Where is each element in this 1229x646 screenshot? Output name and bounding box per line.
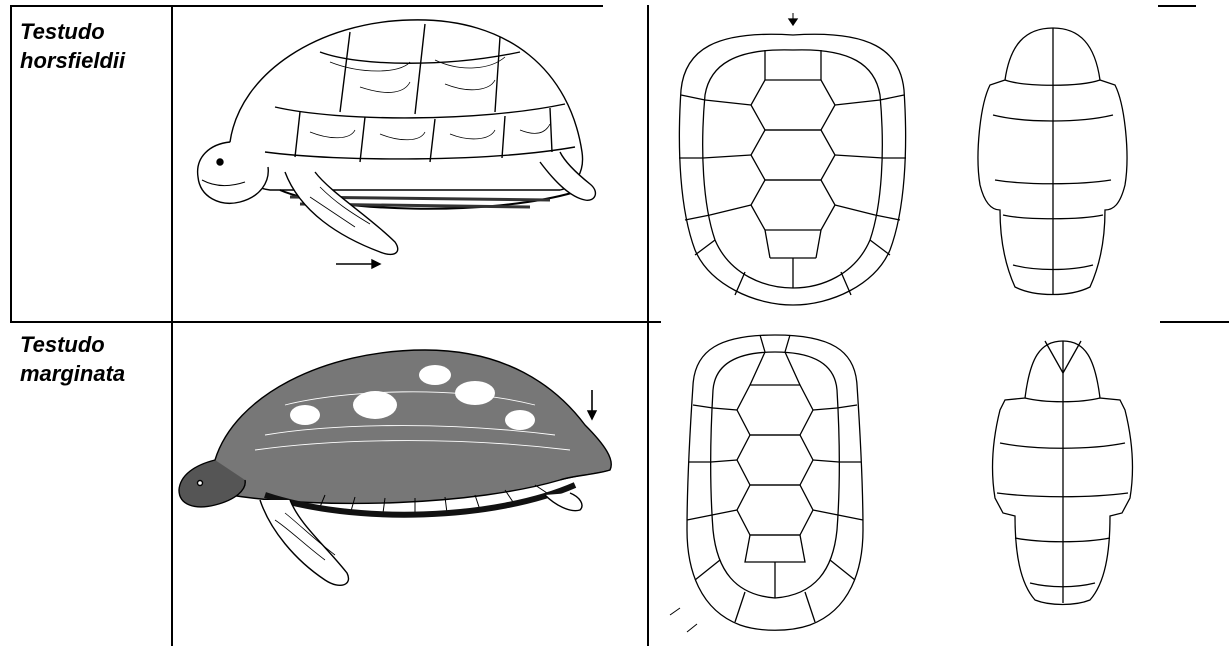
marginata-carapace-diagram: [665, 330, 885, 640]
genus-text: Testudo: [20, 330, 125, 359]
table-rule-col2-row1: [647, 5, 649, 323]
species-text: horsfieldii: [20, 46, 125, 75]
table-rule-col2-row2: [647, 323, 649, 646]
species-text: marginata: [20, 359, 125, 388]
table-rule-col1: [171, 5, 173, 646]
species-label-horsfieldii: Testudo horsfieldii: [20, 17, 125, 75]
horsfieldii-side-illustration: [190, 12, 620, 272]
table-rule-middle-right: [1160, 321, 1229, 323]
table-rule-left: [10, 5, 12, 323]
marginata-side-illustration: [175, 335, 625, 600]
marginata-plastron-diagram: [975, 338, 1150, 608]
table-rule-top-right: [1158, 5, 1196, 7]
genus-text: Testudo: [20, 17, 125, 46]
species-label-marginata: Testudo marginata: [20, 330, 125, 388]
horsfieldii-carapace-diagram: [675, 10, 910, 310]
table-rule-middle: [10, 321, 661, 323]
horsfieldii-plastron-diagram: [965, 25, 1140, 300]
table-rule-top-left: [10, 5, 603, 7]
